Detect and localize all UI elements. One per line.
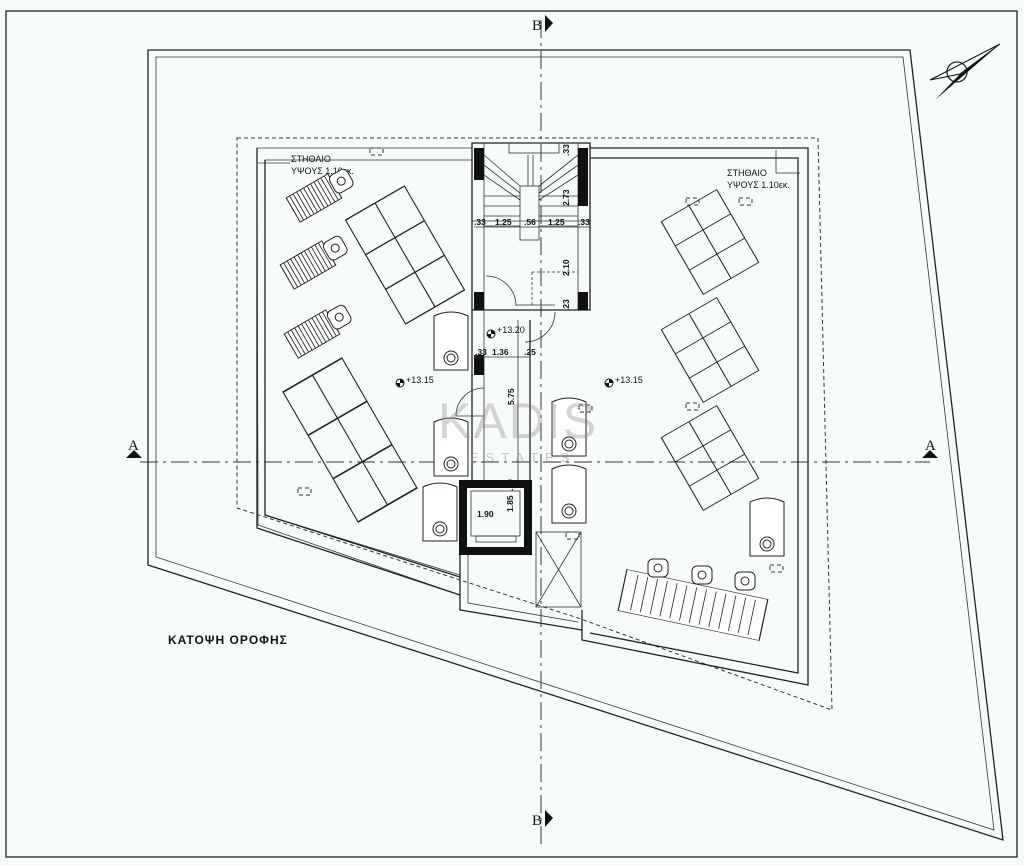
solar-panel-array-right-1 <box>660 189 760 295</box>
svg-text:.25: .25 <box>524 347 536 357</box>
solar-water-heaters-right <box>617 558 769 641</box>
plot-boundary <box>147 49 1004 841</box>
svg-text:KADIS: KADIS <box>438 393 598 449</box>
sheet-border <box>5 10 1018 858</box>
level-marker-stair: +13.20 <box>486 325 525 339</box>
section-marker-a-right: A <box>922 438 938 458</box>
svg-text:ΣΤΗΘΑΙΟ: ΣΤΗΘΑΙΟ <box>291 154 331 164</box>
parapet-label-right: ΣΤΗΘΑΙΟ ΥΨΟΥΣ 1.10εκ. <box>727 150 800 190</box>
svg-text:.33: .33 <box>474 217 486 227</box>
plan-title: ΚΑΤΟΨΗ ΟΡΟΦΗΣ <box>168 633 288 647</box>
svg-text:.33: .33 <box>578 217 590 227</box>
north-arrow-icon <box>929 43 1001 100</box>
svg-text:ΥΨΟΥΣ 1.10εκ.: ΥΨΟΥΣ 1.10εκ. <box>291 166 354 176</box>
svg-text:ΣΤΗΘΑΙΟ: ΣΤΗΘΑΙΟ <box>727 168 767 178</box>
level-marker-left: +13.15 <box>395 375 434 388</box>
svg-text:A: A <box>128 438 139 454</box>
svg-text:.10: .10 <box>505 479 515 491</box>
parapet-label-left: ΣΤΗΘΑΙΟ ΥΨΟΥΣ 1.10εκ. <box>258 154 354 176</box>
corridor <box>455 310 531 480</box>
solar-panel-array-right-3 <box>660 405 760 511</box>
svg-text:1.90: 1.90 <box>477 509 494 519</box>
svg-text:1.25: 1.25 <box>548 217 565 227</box>
svg-text:A: A <box>925 438 936 454</box>
svg-text:ΥΨΟΥΣ 1.10εκ.: ΥΨΟΥΣ 1.10εκ. <box>727 180 790 190</box>
svg-text:+13.20: +13.20 <box>497 325 525 335</box>
svg-text:.33: .33 <box>475 347 487 357</box>
svg-text:+13.15: +13.15 <box>615 375 643 385</box>
svg-text:.33: .33 <box>561 144 571 156</box>
svg-text:B: B <box>532 18 542 34</box>
lift-shaft <box>459 480 532 555</box>
solar-panel-array-left-upper <box>344 185 466 325</box>
svg-text:1.85: 1.85 <box>505 495 515 512</box>
svg-text:+13.15: +13.15 <box>406 375 434 385</box>
svg-text:1.36: 1.36 <box>492 347 509 357</box>
svg-text:5.75: 5.75 <box>506 388 516 405</box>
svg-text:.23: .23 <box>561 299 571 311</box>
roof-drains <box>297 147 784 573</box>
watermark-logo: KADIS ESTATES <box>438 393 598 465</box>
svg-text:B: B <box>532 813 542 829</box>
dimensions: .33 1.25 .56 1.25 .33 .33 2.73 2.10 .23 … <box>474 144 590 519</box>
svg-text:1.25: 1.25 <box>495 217 512 227</box>
svg-text:2.73: 2.73 <box>561 189 571 206</box>
solar-panel-array-right-2 <box>660 297 760 403</box>
plot-boundary-inner <box>155 56 995 831</box>
stair-core <box>471 142 591 343</box>
svg-text:ESTATES: ESTATES <box>470 450 576 465</box>
section-marker-b-top: B <box>532 15 553 34</box>
svg-text:.56: .56 <box>524 217 536 227</box>
solar-water-heaters-left <box>279 164 358 359</box>
light-shaft <box>535 531 582 608</box>
section-marker-a-left: A <box>126 438 142 458</box>
section-marker-b-bottom: B <box>532 810 553 829</box>
level-marker-right: +13.15 <box>604 375 643 388</box>
svg-text:2.10: 2.10 <box>561 259 571 276</box>
